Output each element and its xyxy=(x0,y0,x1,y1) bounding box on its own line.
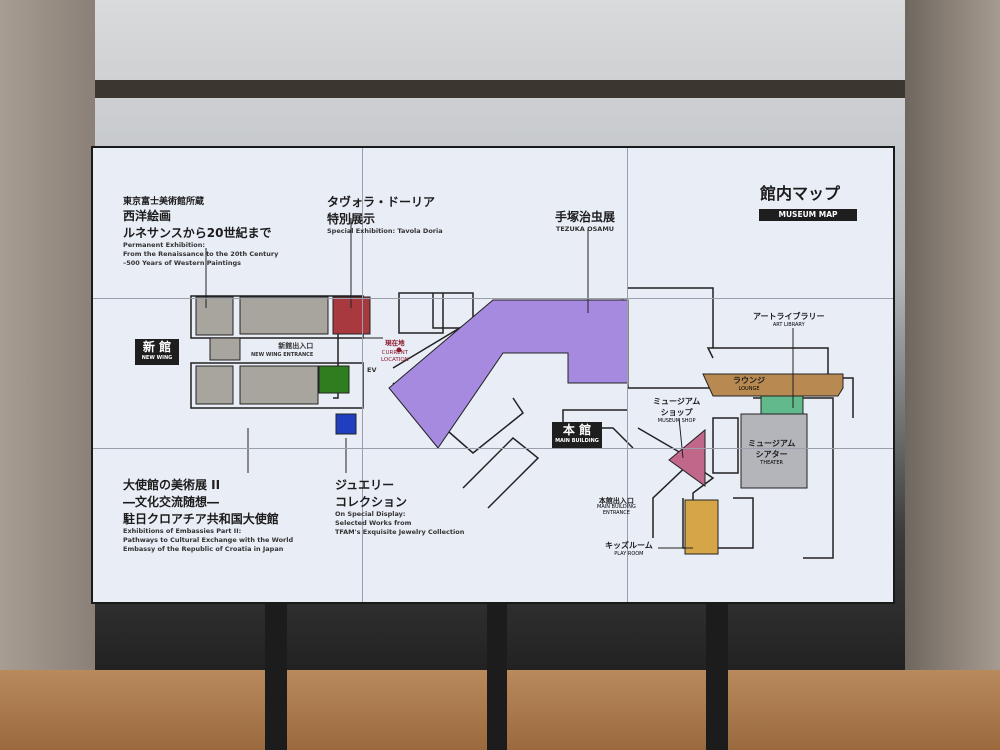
label-en: ENTRANCE xyxy=(602,510,630,516)
label-en: Permanent Exhibition: xyxy=(123,241,205,249)
jewelry-room-green xyxy=(318,365,350,394)
label-en: PLAY ROOM xyxy=(614,551,644,557)
display-stand-leg xyxy=(706,598,728,750)
label-en: NEW WING ENTRANCE xyxy=(251,352,314,358)
new-wing-badge: 新 館 NEW WING xyxy=(135,339,179,365)
label-jp: ショップ xyxy=(660,408,693,417)
elevator-label: EV xyxy=(367,366,377,374)
play-room xyxy=(684,499,719,555)
label-en: LOUNGE xyxy=(738,386,760,392)
label-en: Pathways to Cultural Exchange with the W… xyxy=(123,536,294,544)
bezel-seam xyxy=(362,148,363,602)
label-en: MAIN BUILDING xyxy=(555,438,599,444)
tezuka-label: 手塚治虫展 TEZUKA OSAMU xyxy=(555,208,615,234)
gallery-corridor xyxy=(209,337,241,361)
label-en: MAIN BUILDING xyxy=(597,504,636,510)
label-jp: 特別展示 xyxy=(327,212,376,226)
museum-shop-label: ミュージアム ショップ MUSEUM SHOP xyxy=(653,396,700,424)
label-jp: ミュージアム xyxy=(653,397,701,406)
lounge xyxy=(702,373,844,397)
bezel-seam xyxy=(627,148,628,602)
label-jp: シアター xyxy=(755,450,788,459)
bezel-seam xyxy=(93,298,893,299)
art-library-label: アートライブラリー ART LIBRARY xyxy=(753,311,825,328)
jewelry-room-blue xyxy=(335,413,357,435)
label-jp: 本 館 xyxy=(562,423,592,437)
label-en: Embassy of the Republic of Croatia in Ja… xyxy=(123,545,284,553)
label-en: ART LIBRARY xyxy=(772,322,805,328)
theater-label: ミュージアム シアター THEATER xyxy=(748,438,795,466)
label-jp: 新館出入口 xyxy=(278,342,314,350)
tavola-doria-room xyxy=(332,296,371,335)
label-jp: 本館出入口 xyxy=(598,497,634,505)
label-jp: 駐日クロアチア共和国大使館 xyxy=(123,512,279,526)
permanent-exhibition-label: 東京富士美術館所蔵 西洋絵画 ルネサンスから20世紀まで Permanent E… xyxy=(123,194,278,268)
label-jp: 現在地 xyxy=(385,339,405,347)
museum-shop xyxy=(668,428,706,487)
map-title-en: MUSEUM MAP xyxy=(759,209,857,221)
tezuka-osamu-gallery xyxy=(388,299,629,449)
label-en: MUSEUM SHOP xyxy=(657,418,696,424)
stone-wall-left xyxy=(0,0,95,700)
label-jp: 西洋絵画 xyxy=(123,209,172,223)
jewelry-collection-label: ジュエリー コレクション On Special Display: Selecte… xyxy=(335,476,464,537)
gallery-room xyxy=(239,296,329,335)
embassy-exhibition-label: 大使館の美術展 II ―文化交流随想― 駐日クロアチア共和国大使館 Exhibi… xyxy=(123,476,293,554)
label-en: On Special Display: xyxy=(335,510,406,518)
map-title: 館内マップ xyxy=(760,184,841,203)
play-room-label: キッズルーム PLAY ROOM xyxy=(605,540,653,557)
label-jp: 東京富士美術館所蔵 xyxy=(123,197,205,207)
label-jp: 手塚治虫展 xyxy=(555,210,616,224)
label-en: Exhibitions of Embassies Part II: xyxy=(123,527,242,535)
label-jp: タヴォラ・ドーリア xyxy=(327,195,436,209)
label-jp: ラウンジ xyxy=(733,376,765,385)
label-en: –500 Years of Western Paintings xyxy=(123,259,242,267)
label-jp: コレクション xyxy=(335,495,408,509)
label-jp: 大使館の美術展 II xyxy=(123,478,221,492)
art-library xyxy=(760,395,804,415)
museum-theater xyxy=(740,413,808,489)
museum-map-display: 館内マップ MUSEUM MAP 東京富士美術館所蔵 西洋絵画 ルネサンスから2… xyxy=(91,146,895,604)
label-jp: 新 館 xyxy=(142,340,172,354)
label-en: LOCATION xyxy=(381,357,409,363)
main-building-badge: 本 館 MAIN BUILDING xyxy=(552,422,602,448)
embassy-room xyxy=(239,365,319,405)
current-location-label: 現在地 CURRENT LOCATION xyxy=(381,340,409,364)
floor-plan xyxy=(190,218,854,559)
label-jp: ミュージアム xyxy=(748,439,796,448)
label-en: From the Renaissance to the 20th Century xyxy=(123,250,279,258)
label-en: CURRENT xyxy=(381,350,409,356)
gallery-room xyxy=(195,365,234,405)
label-jp: ルネサンスから20世紀まで xyxy=(123,226,272,240)
label-en: TEZUKA OSAMU xyxy=(555,225,615,233)
lounge-label: ラウンジ LOUNGE xyxy=(733,375,765,392)
label-en: TFAM's Exquisite Jewelry Collection xyxy=(335,528,465,536)
display-stand-leg xyxy=(265,598,287,750)
gallery-room xyxy=(195,296,234,336)
stone-wall-right xyxy=(905,0,1000,700)
display-stand-leg xyxy=(487,598,507,750)
window-beam xyxy=(55,80,915,98)
label-jp: キッズルーム xyxy=(605,541,653,550)
label-jp: アートライブラリー xyxy=(753,312,825,321)
label-en: Selected Works from xyxy=(335,519,412,527)
label-en: NEW WING xyxy=(141,355,173,361)
new-wing-entrance-label: 新館出入口 NEW WING ENTRANCE xyxy=(251,342,313,360)
label-en: THEATER xyxy=(760,460,783,466)
bezel-seam xyxy=(93,448,893,449)
main-entrance-label: 本館出入口 MAIN BUILDING ENTRANCE xyxy=(597,497,636,517)
current-location-marker xyxy=(396,347,402,353)
label-jp: ―文化交流随想― xyxy=(123,495,220,509)
tavola-doria-label: タヴォラ・ドーリア 特別展示 Special Exhibition: Tavol… xyxy=(327,193,443,236)
label-jp: ジュエリー xyxy=(335,478,395,492)
label-en: Special Exhibition: Tavola Doria xyxy=(327,227,443,235)
